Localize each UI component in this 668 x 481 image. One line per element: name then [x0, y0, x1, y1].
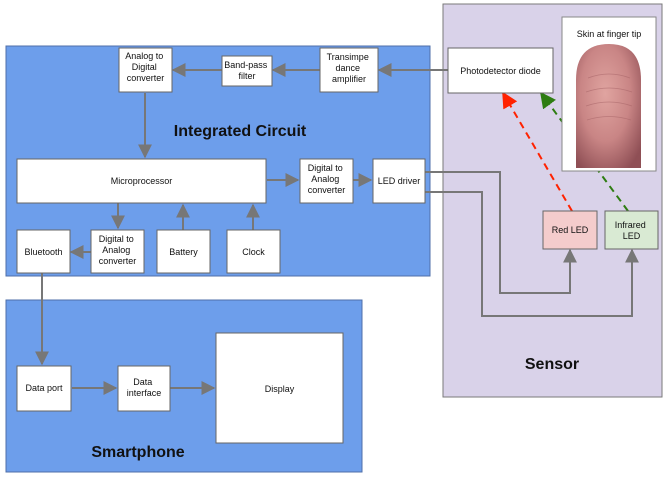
fingertip-image [576, 44, 641, 168]
block-adc: Analog to Digital converter [118, 47, 173, 93]
sensor-panel-title: Sensor [525, 356, 579, 373]
data-interface-label-line: Data [133, 377, 152, 387]
data-interface-label: Data interface [127, 377, 162, 398]
data-port-box [16, 365, 72, 412]
dac-bottom-label-line: Analog [102, 245, 130, 255]
connectors [35, 63, 639, 395]
dac-bottom-label-line: converter [99, 256, 137, 266]
infrared-led-label-line: Infrared [615, 220, 646, 230]
band-pass-filter-box [221, 55, 273, 87]
smartphone-panel-title: Smartphone [91, 444, 184, 461]
battery-box [156, 229, 211, 274]
band-pass-filter-label-line: filter [238, 71, 255, 81]
block-led-driver: LED driver [372, 158, 426, 204]
finger-illustration: Skin at finger tip [561, 16, 657, 172]
led-driver-box [372, 158, 426, 204]
dac-bottom-label-line: Digital to [99, 234, 134, 244]
red-led-box [542, 210, 598, 250]
block-data-port: Data port [16, 365, 72, 412]
block-data-interface: Data interface [117, 365, 171, 412]
adc-box [118, 47, 173, 93]
block-red-led: Red LED [542, 210, 598, 250]
block-band-pass-filter: Band-pass filter [221, 55, 273, 87]
display-box [215, 332, 344, 444]
display-label: Display [265, 384, 295, 394]
block-transimpedance-amplifier: Transimpe dance amplifier [319, 47, 379, 93]
data-port-label: Data port [25, 383, 63, 393]
photodetector-diode-label: Photodetector diode [460, 66, 541, 76]
clock-box [226, 229, 281, 274]
block-microprocessor: Microprocessor [16, 158, 267, 204]
block-infrared-led: Infrared LED [604, 210, 659, 250]
dac-top-label: Digital to Analog converter [308, 163, 346, 195]
block-battery: Battery [156, 229, 211, 274]
transimpedance-amplifier-box [319, 47, 379, 93]
connector-led-driver-to-infrared-led [425, 191, 639, 317]
infrared-led-label: Infrared LED [615, 220, 649, 241]
block-display: Display [215, 332, 344, 444]
data-interface-label-line: interface [127, 388, 162, 398]
transimpedance-amplifier-label-line: dance [335, 63, 360, 73]
photodetector-diode-box [447, 47, 554, 94]
battery-label: Battery [169, 247, 198, 257]
microprocessor-box [16, 158, 267, 204]
block-dac-top: Digital to Analog converter [299, 158, 354, 204]
band-pass-filter-label: Band-pass filter [224, 60, 270, 81]
block-clock: Clock [226, 229, 281, 274]
transimpedance-amplifier-label: Transimpe dance amplifier [327, 52, 372, 84]
transimpedance-amplifier-label-line: amplifier [332, 74, 366, 84]
block-dac-bottom: Digital to Analog converter [90, 229, 145, 274]
dac-bottom-label: Digital to Analog converter [99, 234, 137, 266]
fingertip-ridges [585, 73, 633, 121]
clock-label: Clock [242, 247, 265, 257]
connector-led-driver-to-red-led [425, 171, 577, 294]
infrared-led-box [604, 210, 659, 250]
band-pass-filter-label-line: Band-pass [224, 60, 268, 70]
bluetooth-label: Bluetooth [24, 247, 62, 257]
dac-top-label-line: converter [308, 185, 346, 195]
red-light-path [502, 91, 573, 212]
transimpedance-amplifier-label-line: Transimpe [327, 52, 369, 62]
dac-top-label-line: Analog [311, 174, 339, 184]
adc-label-line: converter [127, 73, 165, 83]
adc-label: Analog to Digital converter [125, 51, 166, 83]
dac-bottom-box [90, 229, 145, 274]
ic-panel-title: Integrated Circuit [174, 123, 307, 140]
adc-label-line: Analog to [125, 51, 163, 61]
microprocessor-label: Microprocessor [111, 176, 173, 186]
blocks: Analog to Digital converter Band-pass fi… [16, 47, 659, 444]
bluetooth-box [16, 229, 71, 274]
infrared-led-label-line: LED [623, 231, 641, 241]
dac-top-box [299, 158, 354, 204]
led-driver-label: LED driver [378, 176, 421, 186]
finger-caption: Skin at finger tip [577, 29, 642, 39]
adc-label-line: Digital [132, 62, 157, 72]
data-interface-box [117, 365, 171, 412]
block-photodetector-diode: Photodetector diode [447, 47, 554, 94]
red-led-label: Red LED [552, 225, 589, 235]
block-bluetooth: Bluetooth [16, 229, 71, 274]
dac-top-label-line: Digital to [308, 163, 343, 173]
